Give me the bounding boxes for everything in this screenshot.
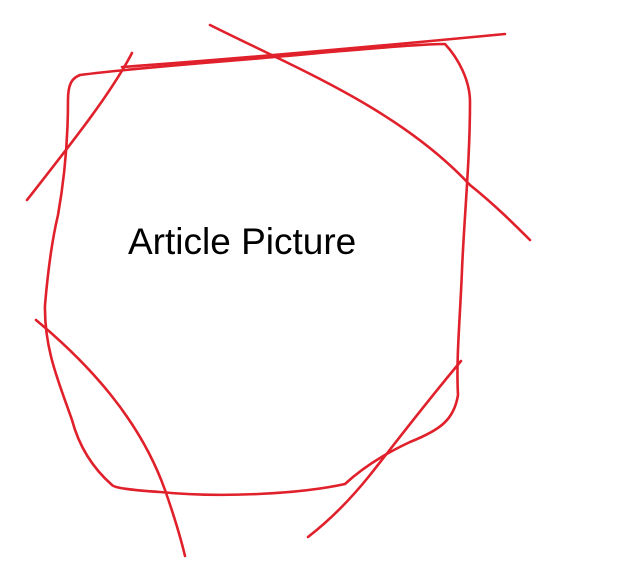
sketch-stroke-diagonal	[208, 23, 532, 242]
sketch-stroke-bottom-left	[34, 318, 187, 558]
sketch-stroke-bottom-right	[306, 359, 463, 539]
sketch-frame	[43, 42, 472, 497]
placeholder-label: Article Picture	[128, 221, 357, 262]
sketch-stroke-top-left	[25, 51, 134, 202]
sketch-stroke-top	[120, 32, 507, 69]
